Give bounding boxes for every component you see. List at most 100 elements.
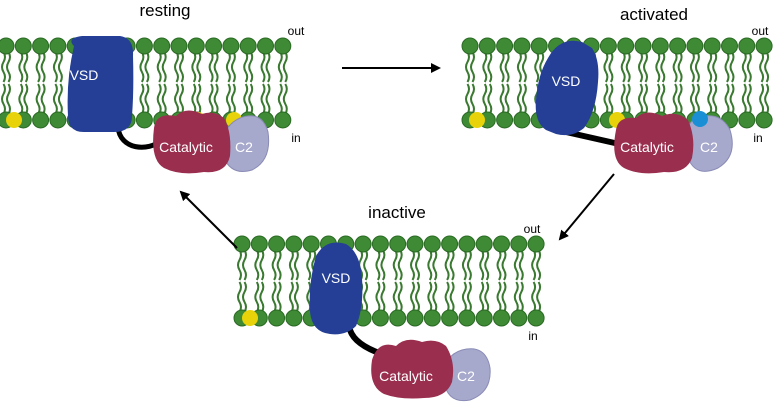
lipid-tail [260, 83, 266, 115]
lipid-tail [741, 83, 747, 115]
lipid-tail [484, 281, 490, 313]
lipid-tail [282, 83, 288, 115]
lipid-tail [461, 249, 467, 281]
lipid-tail [516, 83, 522, 115]
lipid-tail [470, 51, 475, 83]
lipid-tail [534, 51, 540, 83]
lipid-tail [479, 281, 485, 313]
lipid-tail [531, 281, 537, 313]
lipid-tail [213, 51, 219, 83]
lipid-tail [1, 83, 6, 115]
lipid-tail [536, 281, 542, 313]
lipid-tail [444, 249, 450, 281]
lipid-tail [410, 249, 415, 281]
lipid-tail [689, 51, 695, 83]
inactive-title: inactive [368, 203, 426, 222]
lipid-head [250, 235, 268, 253]
lipid-head [738, 111, 756, 129]
lipid-tail [174, 83, 179, 115]
lipid-head [49, 111, 67, 129]
lipid-tail [672, 51, 678, 83]
lipid-tail [655, 83, 661, 115]
vsd-domain [535, 40, 599, 136]
lipid-tail [625, 83, 631, 115]
lipid-head [371, 235, 389, 253]
lipid-head [458, 235, 476, 253]
lipid-tail [242, 249, 247, 281]
lipid-tail [144, 51, 150, 83]
lipid-tail [40, 83, 46, 115]
lipid-tail [375, 281, 381, 313]
lipid-tail [689, 83, 695, 115]
lipid-tail [694, 51, 700, 83]
lipid-head [423, 309, 441, 327]
lipid-head [721, 37, 738, 55]
lipid-tail [208, 83, 214, 115]
lipid-tail [504, 51, 510, 83]
lipid-head [14, 37, 32, 55]
lipid-tail [620, 83, 626, 115]
lipid-head [496, 37, 514, 55]
activated-out-label: out [752, 24, 769, 38]
lipid-tail [724, 51, 730, 83]
lipid-head [755, 111, 773, 129]
arrow-activated-to-inactive [558, 173, 615, 241]
lipid-tail [764, 83, 770, 115]
lipid-head [530, 37, 548, 55]
lipid-tail [237, 281, 242, 313]
lipid-head [285, 309, 303, 327]
lipid-tail [196, 83, 202, 115]
lipid-tail [282, 51, 288, 83]
lipid-head [513, 111, 531, 129]
lipid-head [599, 37, 617, 55]
activated-in-label: in [753, 131, 762, 145]
lipid-head [493, 235, 510, 253]
lipid-head [406, 309, 424, 327]
lipid-head [187, 37, 205, 55]
lipid-tail [466, 249, 472, 281]
lipid-tail [487, 51, 493, 83]
lipid-tail [466, 281, 472, 313]
lipid-tail [482, 51, 488, 83]
lipid-tail [746, 83, 752, 115]
lipid-tail [52, 51, 58, 83]
lipid-tail [444, 281, 450, 313]
lipid-tail [501, 281, 507, 313]
lipid-tail [363, 249, 369, 281]
lipid-tail [427, 281, 433, 313]
lipid-tail [729, 83, 735, 115]
lipid-tail [707, 51, 713, 83]
lipid-tail [620, 51, 626, 83]
lipid-head [302, 235, 320, 253]
lipid-tail [465, 83, 470, 115]
catalytic-label: Catalytic [620, 139, 674, 155]
lipid-head [441, 235, 459, 253]
lipid-tail [499, 83, 505, 115]
lipid-tail [174, 51, 179, 83]
lipid-head [222, 37, 240, 55]
lipid-tail [230, 51, 236, 83]
lipid-tail [156, 83, 162, 115]
c2-label: C2 [700, 139, 718, 155]
lipid-head [617, 37, 635, 55]
lipid-head [703, 37, 721, 55]
lipid-tail [449, 281, 455, 313]
lipid-tail [18, 83, 24, 115]
lipid-tail [470, 83, 475, 115]
lipid-head [135, 37, 153, 55]
lipid-tail [6, 51, 11, 83]
lipid-tail [265, 51, 271, 83]
lipid-tail [603, 51, 609, 83]
lipid-tail [288, 249, 294, 281]
catalytic-domain [614, 112, 694, 174]
arrow-inactive-to-resting [179, 190, 238, 249]
inactive-in-label: in [528, 329, 537, 343]
lipid-tail [306, 249, 312, 281]
lipid-tail [643, 83, 648, 115]
lipid-head [268, 235, 286, 253]
lipid-tail [277, 83, 283, 115]
vsd-label: VSD [552, 73, 581, 89]
lipid-tail [277, 51, 283, 83]
lipid-tail [271, 281, 277, 313]
